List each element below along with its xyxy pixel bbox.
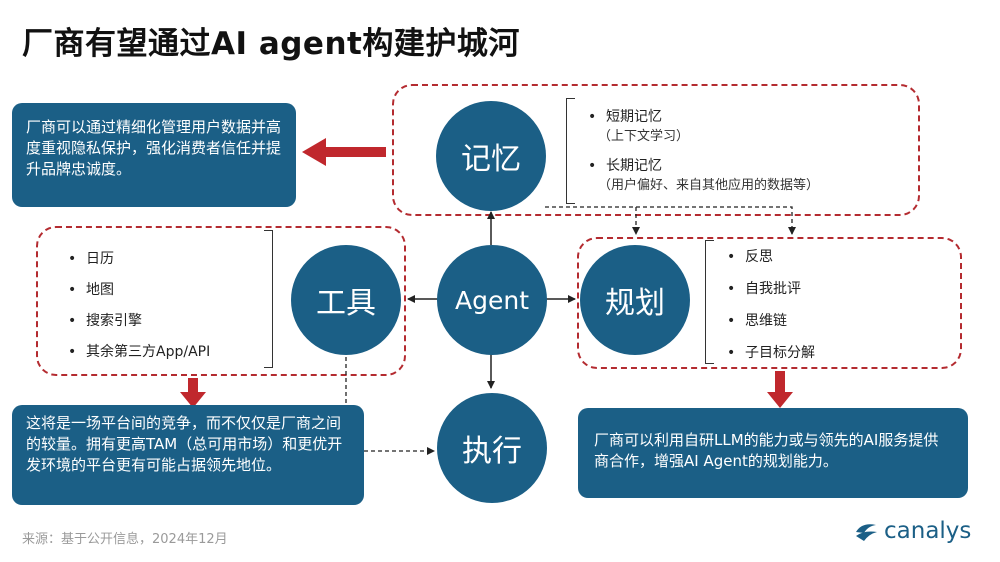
agent-node: Agent bbox=[437, 245, 547, 355]
list-item: • 反思 bbox=[727, 246, 773, 266]
memory-node: 记忆 bbox=[436, 101, 546, 211]
tools-group bbox=[36, 226, 406, 376]
tools-item-label: 其余第三方App/API bbox=[86, 344, 211, 360]
list-item: • 搜索引擎 bbox=[68, 310, 142, 330]
memory-node-label: 记忆 bbox=[461, 142, 521, 177]
tools-bracket-right bbox=[264, 230, 273, 368]
brand-logo: canalys bbox=[884, 518, 972, 544]
planning-node-label: 规划 bbox=[605, 286, 665, 321]
memory-item-label: 长期记忆 bbox=[606, 158, 662, 174]
planning-item-label: 思维链 bbox=[745, 313, 787, 329]
bullet: • bbox=[727, 345, 736, 361]
page-title: 厂商有望通过AI agent构建护城河 bbox=[22, 26, 520, 62]
bullet: • bbox=[588, 158, 597, 174]
tools-item-label: 地图 bbox=[86, 282, 114, 298]
source-note: 来源：基于公开信息，2024年12月 bbox=[22, 532, 228, 547]
planning-item-label: 自我批评 bbox=[745, 281, 801, 297]
list-item: • 思维链 bbox=[727, 310, 787, 330]
bullet: • bbox=[68, 251, 77, 267]
tools-callout: 这将是一场平台间的竞争，而不仅仅是厂商之间的较量。拥有更高TAM（总可用市场）和… bbox=[12, 405, 364, 505]
memory-item-label: 短期记忆 bbox=[606, 109, 662, 125]
tools-node-label: 工具 bbox=[316, 286, 376, 321]
canalys-logo-icon bbox=[856, 524, 877, 541]
planning-group bbox=[577, 237, 962, 369]
planning-bracket-left bbox=[705, 240, 714, 364]
list-item: • 地图 bbox=[68, 279, 114, 299]
tools-item-label: 日历 bbox=[86, 251, 114, 267]
agent-node-label: Agent bbox=[455, 285, 529, 315]
list-item: • 长期记忆 bbox=[588, 155, 662, 175]
red-arrow-planning bbox=[767, 371, 793, 408]
planning-item-label: 反思 bbox=[745, 249, 773, 265]
list-item: • 自我批评 bbox=[727, 278, 801, 298]
list-item: • 其余第三方App/API bbox=[68, 341, 210, 361]
bullet: • bbox=[68, 282, 77, 298]
list-item: • 日历 bbox=[68, 248, 114, 268]
memory-bracket-left bbox=[566, 98, 575, 204]
red-arrow-tools bbox=[180, 378, 206, 408]
list-item: • 短期记忆 bbox=[588, 106, 662, 126]
list-item: • 子目标分解 bbox=[727, 342, 815, 362]
tools-node: 工具 bbox=[291, 245, 401, 355]
bullet: • bbox=[68, 313, 77, 329]
bullet: • bbox=[68, 344, 77, 360]
execution-node: 执行 bbox=[437, 393, 547, 503]
planning-item-label: 子目标分解 bbox=[745, 345, 815, 361]
planning-callout: 厂商可以利用自研LLM的能力或与领先的AI服务提供商合作，增强AI Agent的… bbox=[578, 408, 968, 498]
red-arrow-memory bbox=[302, 138, 386, 166]
bullet: • bbox=[727, 313, 736, 329]
memory-callout: 厂商可以通过精细化管理用户数据并高度重视隐私保护，强化消费者信任并提升品牌忠诚度… bbox=[12, 103, 296, 207]
tools-item-label: 搜索引擎 bbox=[86, 313, 142, 329]
bullet: • bbox=[588, 109, 597, 125]
execution-node-label: 执行 bbox=[462, 434, 522, 469]
memory-item-sub: （上下文学习） bbox=[598, 129, 690, 144]
planning-node: 规划 bbox=[580, 245, 690, 355]
bullet: • bbox=[727, 281, 736, 297]
bullet: • bbox=[727, 249, 736, 265]
memory-item-sub: （用户偏好、来自其他应用的数据等） bbox=[598, 178, 820, 193]
